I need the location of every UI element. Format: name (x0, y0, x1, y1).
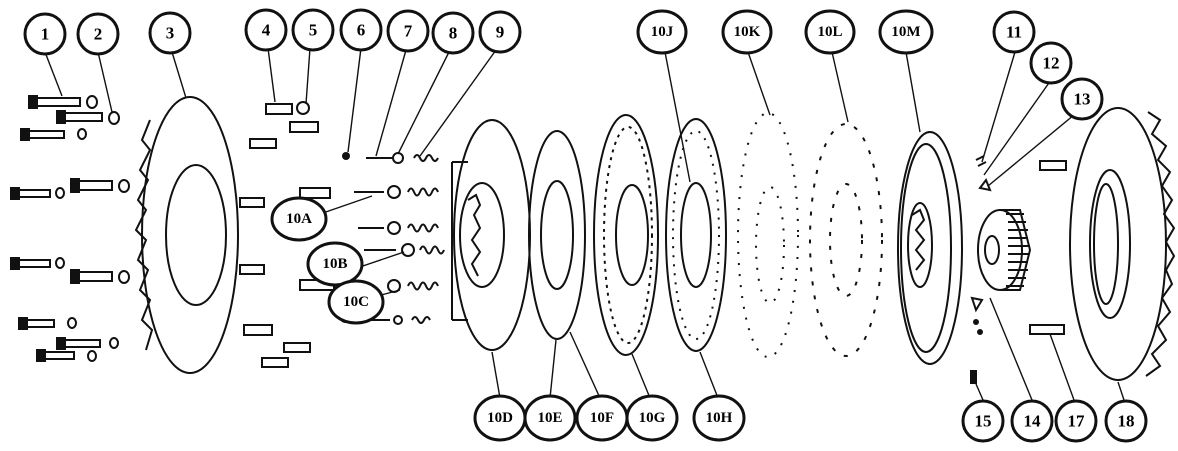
callout-4: 4 (244, 8, 288, 52)
callout-label: 17 (1068, 412, 1086, 431)
callout-label: 10E (537, 410, 562, 426)
callout-18: 18 (1104, 399, 1148, 443)
callout-8: 8 (431, 11, 475, 55)
callout-10E: 10E (523, 394, 577, 442)
callout-label: 10D (487, 410, 513, 426)
callout-label: 10A (286, 211, 312, 227)
callout-label: 10K (734, 24, 761, 40)
callout-10G: 10G (625, 394, 679, 442)
leader-lines (44, 47, 1125, 401)
callout-label: 10J (651, 24, 674, 40)
callout-10M: 10M (878, 9, 934, 55)
callout-label: 10G (639, 410, 666, 426)
callout-10J: 10J (636, 9, 688, 55)
callout-5: 5 (291, 8, 335, 52)
studs-15-17 (970, 160, 1067, 384)
callout-1: 1 (23, 12, 67, 56)
callout-label: 14 (1024, 412, 1042, 431)
callout-17: 17 (1054, 399, 1098, 443)
callout-10F: 10F (575, 394, 629, 442)
callout-label: 12 (1043, 54, 1060, 73)
callout-7: 7 (386, 9, 430, 53)
callout-13: 13 (1060, 77, 1104, 121)
callout-label: 10M (891, 24, 920, 40)
bolts-and-washers-left (10, 95, 130, 362)
callout-10C: 10C (327, 279, 385, 325)
pressure-plate-10D (451, 119, 531, 351)
small-hardware-parts-4-9 (239, 101, 445, 368)
callout-label: 10B (322, 256, 347, 272)
callout-label: 10F (590, 410, 614, 426)
callout-10L: 10L (804, 9, 856, 55)
callout-11: 11 (992, 10, 1036, 54)
callout-label: 15 (975, 412, 992, 431)
callout-label: 8 (449, 24, 458, 43)
ring-10H (665, 118, 727, 352)
dotted-ring-10K (737, 112, 799, 358)
callout-label: 5 (309, 21, 318, 40)
callout-label: 4 (262, 21, 271, 40)
callout-label: 1 (41, 25, 50, 44)
callout-10A: 10A (270, 196, 328, 242)
toothed-ring-part-3 (134, 96, 239, 374)
callout-label: 18 (1118, 412, 1135, 431)
callout-label: 3 (166, 24, 175, 43)
callout-10H: 10H (692, 394, 746, 442)
callout-15: 15 (961, 399, 1005, 443)
callout-14: 14 (1010, 399, 1054, 443)
callout-10K: 10K (721, 9, 773, 55)
callout-label: 6 (357, 21, 366, 40)
callout-label: 10L (817, 24, 842, 40)
splined-hub-14 (977, 209, 1032, 291)
callout-2: 2 (76, 12, 120, 56)
callout-label: 2 (94, 25, 103, 44)
callout-label: 13 (1074, 90, 1091, 109)
callout-label: 7 (404, 22, 413, 41)
callout-6: 6 (339, 8, 383, 52)
callout-3: 3 (148, 11, 192, 55)
callout-12: 12 (1029, 41, 1073, 85)
callout-label: 9 (496, 23, 505, 42)
callout-label: 10H (706, 410, 733, 426)
pin-ring-10L (809, 123, 883, 357)
small-hardware-11-13 (970, 155, 992, 335)
callout-9: 9 (478, 10, 522, 54)
thin-disc-10E (528, 130, 586, 340)
friction-disc-10G (593, 114, 659, 356)
callout-label: 11 (1006, 23, 1022, 42)
callout-10B: 10B (306, 241, 364, 287)
callout-label: 10C (343, 294, 369, 310)
toothed-ring-part-18 (1069, 107, 1176, 381)
callout-10D: 10D (473, 394, 527, 442)
back-plate-10M (897, 131, 963, 365)
